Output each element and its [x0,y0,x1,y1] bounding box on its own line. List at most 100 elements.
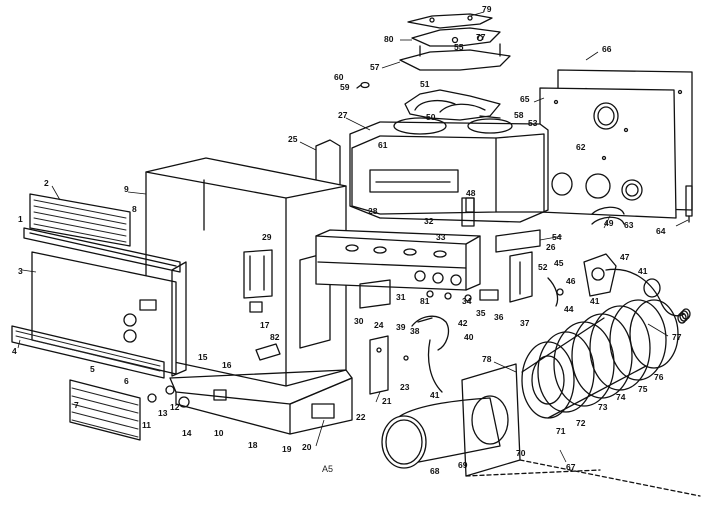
bottom-grille [11,325,165,441]
callout-78: 78 [482,354,492,364]
callout-41: 41 [430,390,440,400]
callout-42: 42 [458,318,468,328]
callout-32: 32 [424,216,434,226]
callout-2: 2 [44,178,49,188]
callout-54: 54 [552,232,562,242]
heat-exchanger-body [349,117,643,223]
callout-39: 39 [396,322,406,332]
callout-21: 21 [382,396,392,406]
callout-58: 58 [514,110,524,120]
vent-terminal [381,363,701,497]
callout-45: 45 [554,258,564,268]
callout-44: 44 [564,304,574,314]
base-pan [169,369,353,435]
callout-12: 12 [170,402,180,412]
callout-5: 5 [90,364,95,374]
callout-55: 55 [454,42,464,52]
callout-50: 50 [426,112,436,122]
callout-68: 68 [430,466,440,476]
callout-75: 75 [638,384,648,394]
callout-74: 74 [616,392,626,402]
callout-41: 41 [590,296,600,306]
callout-13: 13 [158,408,168,418]
callout-25: 25 [288,134,298,144]
callout-30: 30 [354,316,364,326]
callout-63: 63 [624,220,634,230]
callout-48: 48 [466,188,476,198]
callout-11: 11 [142,420,151,430]
small-block [461,197,475,227]
callout-33: 33 [436,232,446,242]
callout-71: 71 [556,426,566,436]
callout-15: 15 [198,352,208,362]
callout-64: 64 [656,226,666,236]
heat-exchanger-top [404,89,501,121]
spring-coil [677,308,691,324]
callout-17: 17 [260,320,270,330]
callout-66: 66 [602,44,612,54]
callout-40: 40 [464,332,474,342]
callout-70: 70 [516,448,526,458]
callout-79: 79 [482,4,492,14]
gas-control-plate [369,335,389,395]
callout-35: 35 [476,308,486,318]
callout-41: 41 [638,266,648,276]
pilot-tubing [403,315,450,393]
callout-27: 27 [338,110,348,120]
callout-4: 4 [12,346,17,356]
callout-80: 80 [384,34,394,44]
callout-14: 14 [182,428,192,438]
callout-labels: 79 80 77 55 57 66 60 59 51 50 58 65 53 2… [12,4,682,476]
diagram-footer-code: A5 [322,464,333,474]
burner-manifold [315,229,481,291]
callout-29: 29 [262,232,272,242]
callout-23: 23 [400,382,410,392]
callout-81: 81 [420,296,430,306]
bellows-duct [521,299,679,419]
callout-37: 37 [520,318,530,328]
callout-26: 26 [546,242,556,252]
callout-46: 46 [566,276,576,286]
callout-65: 65 [520,94,530,104]
callout-52: 52 [538,262,548,272]
callout-24: 24 [374,320,384,330]
callout-73: 73 [598,402,608,412]
callout-16: 16 [222,360,232,370]
callout-77: 77 [476,32,486,42]
callout-77: 77 [672,332,682,342]
callout-31: 31 [396,292,406,302]
plate-with-holes [539,87,677,219]
blower-housing [547,253,685,317]
side-bracket [495,229,541,303]
callout-34: 34 [462,296,472,306]
callout-18: 18 [248,440,258,450]
callout-9: 9 [124,184,129,194]
callout-62: 62 [576,142,586,152]
callout-53: 53 [528,118,538,128]
callout-8: 8 [132,204,137,214]
callout-19: 19 [282,444,292,454]
callout-59: 59 [340,82,350,92]
callout-67: 67 [566,462,576,472]
callout-6: 6 [124,376,129,386]
callout-49: 49 [604,218,614,228]
callout-1: 1 [18,214,23,224]
callout-51: 51 [420,79,430,89]
small-fittings [147,385,227,408]
callout-38: 38 [410,326,420,336]
top-grille [29,193,131,247]
callout-72: 72 [576,418,586,428]
callout-57: 57 [370,62,380,72]
callout-7: 7 [74,400,79,410]
lower-bracket [359,279,499,309]
callout-76: 76 [654,372,664,382]
main-cabinet [145,157,347,387]
trim-strip [23,227,181,273]
callout-3: 3 [18,266,23,276]
callout-20: 20 [302,442,312,452]
callout-28: 28 [368,206,378,216]
callout-10: 10 [214,428,224,438]
callout-61: 61 [378,140,388,150]
callout-47: 47 [620,252,630,262]
